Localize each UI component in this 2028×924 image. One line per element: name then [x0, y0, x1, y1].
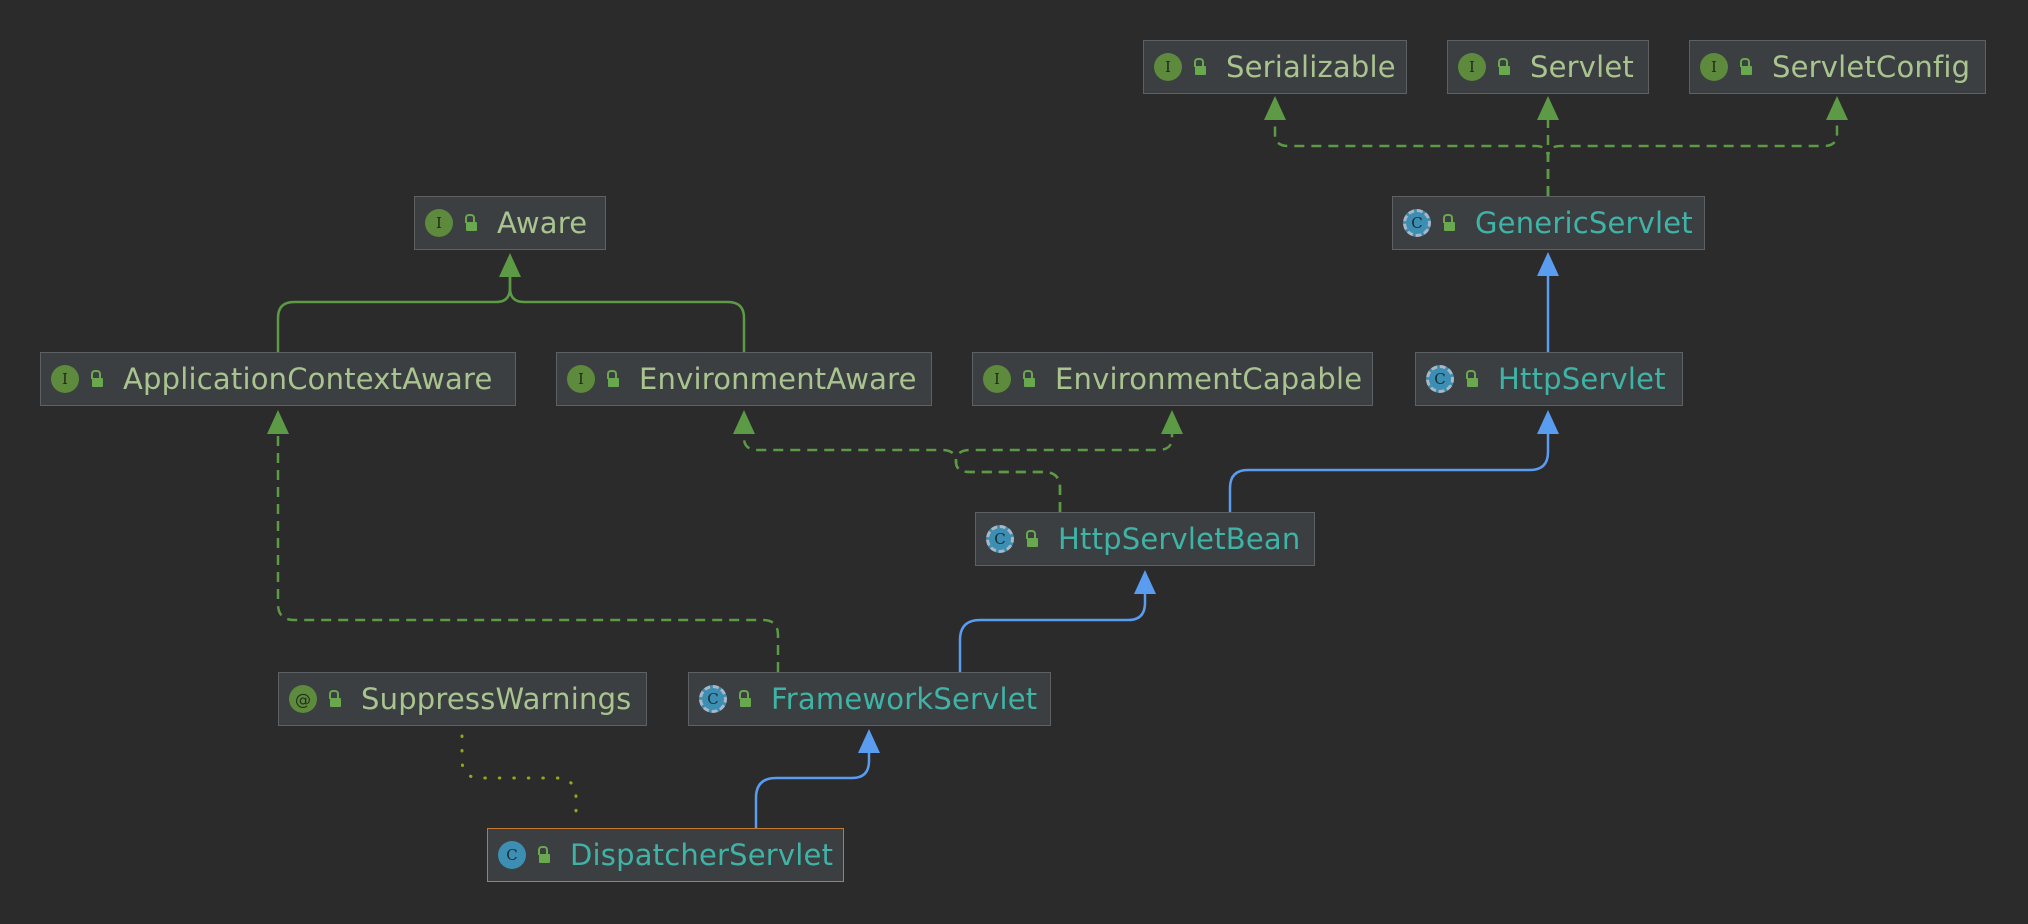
node-servlet[interactable]: I Servlet	[1447, 40, 1649, 94]
node-serializable[interactable]: I Serializable	[1143, 40, 1407, 94]
public-lock-icon	[1738, 58, 1752, 76]
public-lock-icon	[327, 690, 341, 708]
arrowhead-environmentaware	[733, 410, 755, 434]
abstract-class-icon: C	[986, 525, 1014, 553]
edge-frameworkservlet-httpservletbean	[958, 586, 1147, 672]
arrowhead-servletconfig	[1826, 96, 1848, 120]
node-httpservlet[interactable]: C HttpServlet	[1415, 352, 1683, 406]
node-frameworkservlet[interactable]: C FrameworkServlet	[688, 672, 1051, 726]
node-environmentaware[interactable]: I EnvironmentAware	[556, 352, 932, 406]
edge-frameworkservlet-applicationcontextaware	[276, 424, 780, 672]
edge-applicationcontextaware-aware	[276, 262, 512, 352]
node-label: DispatcherServlet	[570, 838, 834, 872]
node-label: EnvironmentCapable	[1055, 362, 1363, 396]
public-lock-icon	[1441, 214, 1455, 232]
node-httpservletbean[interactable]: C HttpServletBean	[975, 512, 1315, 566]
node-label: FrameworkServlet	[771, 682, 1038, 716]
arrowhead-genericservlet	[1537, 252, 1559, 276]
class-icon: C	[498, 841, 526, 869]
annotation-icon: @	[289, 685, 317, 713]
edge-httpservletbean-environmentaware	[742, 424, 1062, 512]
public-lock-icon	[737, 690, 751, 708]
abstract-class-icon: C	[699, 685, 727, 713]
edge-dispatcherservlet-frameworkservlet	[754, 746, 871, 828]
node-label: Serializable	[1226, 50, 1396, 84]
interface-icon: I	[51, 365, 79, 393]
arrowhead-environmentcapable	[1161, 410, 1183, 434]
interface-icon: I	[1700, 53, 1728, 81]
interface-icon: I	[567, 365, 595, 393]
node-label: Servlet	[1530, 50, 1635, 84]
node-label: Aware	[497, 206, 588, 240]
public-lock-icon	[536, 846, 550, 864]
arrowhead-httpservletbean	[1134, 570, 1156, 594]
public-lock-icon	[1024, 530, 1038, 548]
node-label: ServletConfig	[1772, 50, 1971, 84]
edge-environmentaware-aware	[508, 262, 746, 352]
interface-icon: I	[983, 365, 1011, 393]
node-label: ApplicationContextAware	[123, 362, 493, 396]
edge-httpservletbean-environmentcapable	[954, 424, 1174, 512]
abstract-class-icon: C	[1403, 209, 1431, 237]
public-lock-icon	[1021, 370, 1035, 388]
node-aware[interactable]: I Aware	[414, 196, 606, 250]
arrowhead-aware	[499, 253, 521, 277]
node-suppresswarnings[interactable]: @ SuppressWarnings	[278, 672, 647, 726]
arrowhead-frameworkservlet	[858, 729, 880, 753]
public-lock-icon	[89, 370, 103, 388]
arrowhead-serializable	[1264, 96, 1286, 120]
arrowhead-applicationcontextaware	[267, 410, 289, 434]
public-lock-icon	[1496, 58, 1510, 76]
interface-icon: I	[1458, 53, 1486, 81]
interface-icon: I	[1154, 53, 1182, 81]
abstract-class-icon: C	[1426, 365, 1454, 393]
edge-httpservletbean-httpservlet	[1228, 426, 1550, 512]
node-label: EnvironmentAware	[639, 362, 917, 396]
node-environmentcapable[interactable]: I EnvironmentCapable	[972, 352, 1373, 406]
node-dispatcherservlet[interactable]: C DispatcherServlet	[487, 828, 844, 882]
node-genericservlet[interactable]: C GenericServlet	[1392, 196, 1705, 250]
edge-suppresswarnings-dispatcherservlet	[460, 734, 578, 826]
arrowhead-servlet	[1537, 96, 1559, 120]
public-lock-icon	[605, 370, 619, 388]
node-applicationcontextaware[interactable]: I ApplicationContextAware	[40, 352, 516, 406]
interface-icon: I	[425, 209, 453, 237]
node-label: HttpServletBean	[1058, 522, 1301, 556]
edge-genericservlet-servletconfig	[1546, 104, 1839, 196]
arrowhead-httpservlet	[1537, 410, 1559, 434]
public-lock-icon	[463, 214, 477, 232]
node-label: GenericServlet	[1475, 206, 1693, 240]
node-label: SuppressWarnings	[361, 682, 632, 716]
public-lock-icon	[1192, 58, 1206, 76]
node-label: HttpServlet	[1498, 362, 1666, 396]
node-servletconfig[interactable]: I ServletConfig	[1689, 40, 1986, 94]
public-lock-icon	[1464, 370, 1478, 388]
edge-genericservlet-serializable	[1273, 104, 1550, 196]
